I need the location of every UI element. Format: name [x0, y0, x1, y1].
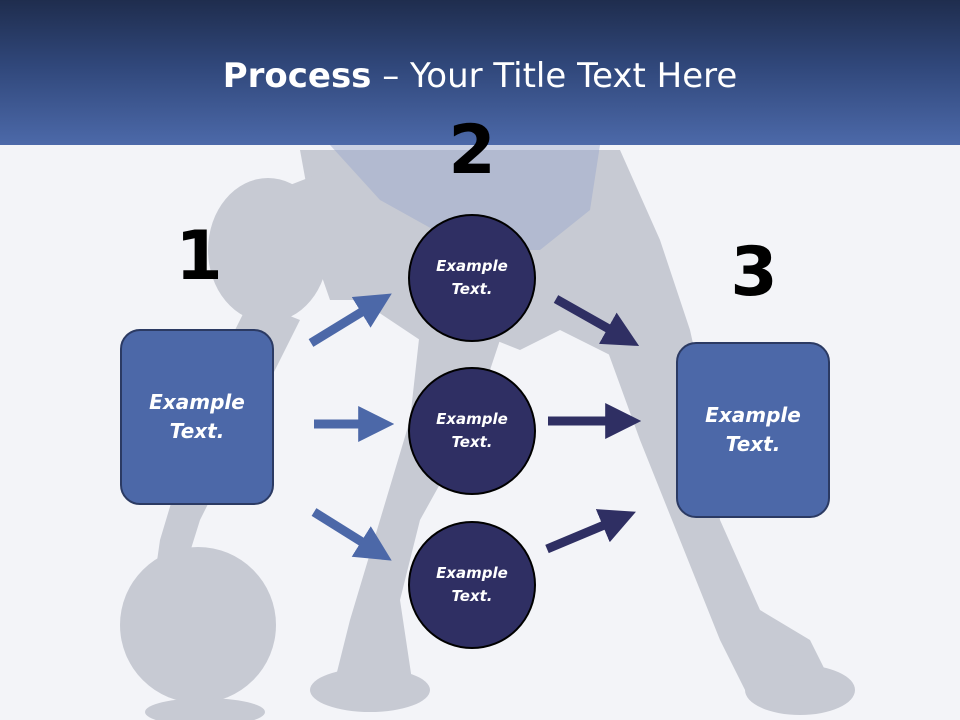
- arrow-left-to-top: [308, 293, 392, 347]
- step-number-3: 3: [730, 233, 778, 312]
- step-number-2: 2: [448, 111, 496, 190]
- circle-middle: Example Text.: [408, 367, 536, 495]
- right-box-text: Example Text.: [705, 403, 801, 456]
- arrow-bottom-to-right: [545, 509, 636, 554]
- arrow-top-to-right: [553, 295, 640, 346]
- left-box: Example Text.: [120, 329, 274, 505]
- circle-bottom: Example Text.: [408, 521, 536, 649]
- title-bold: Process: [222, 56, 372, 96]
- step-number-1: 1: [175, 217, 223, 296]
- title-banner: [0, 0, 960, 145]
- circle-top-text: Example Text.: [436, 257, 508, 298]
- slide-title: Process – Your Title Text Here: [0, 54, 960, 98]
- left-box-text: Example Text.: [149, 390, 245, 443]
- circle-top: Example Text.: [408, 214, 536, 342]
- arrow-left-to-bottom: [311, 508, 392, 561]
- right-box: Example Text.: [676, 342, 830, 518]
- circle-bottom-text: Example Text.: [436, 564, 508, 605]
- title-rest: – Your Title Text Here: [371, 56, 738, 96]
- circle-middle-text: Example Text.: [436, 410, 508, 451]
